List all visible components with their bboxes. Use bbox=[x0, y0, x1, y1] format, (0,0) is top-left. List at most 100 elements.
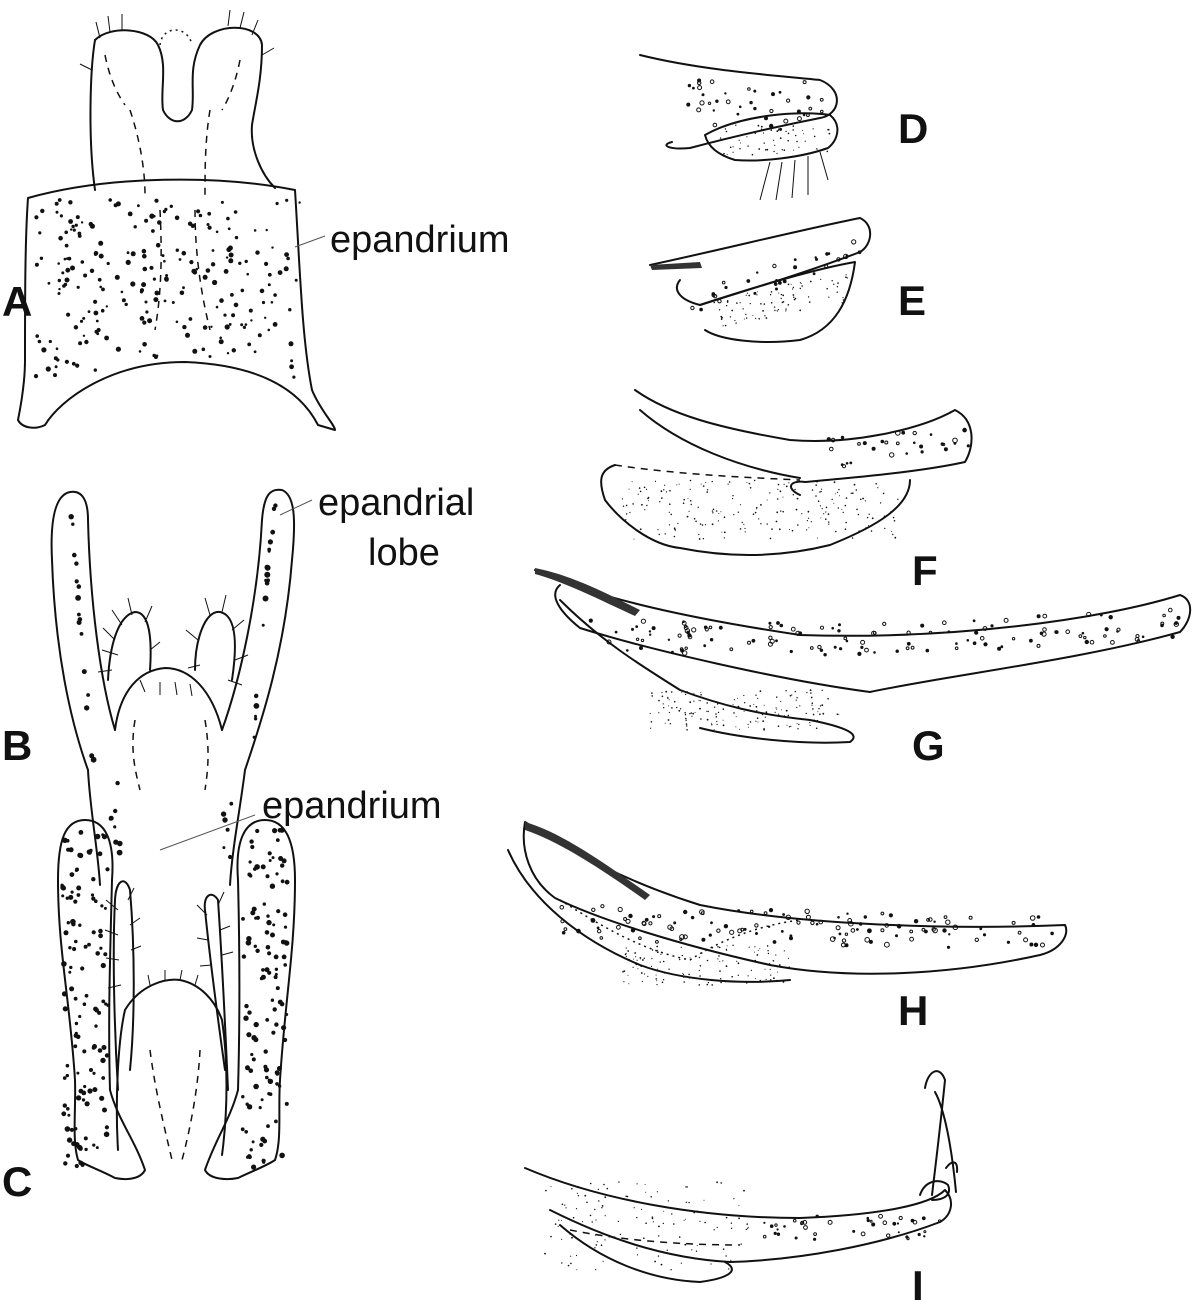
seta-dot bbox=[776, 511, 779, 514]
seta-dot bbox=[680, 1262, 683, 1264]
seta-dot bbox=[790, 725, 792, 728]
seta-dot bbox=[254, 714, 257, 718]
seta-dot bbox=[756, 271, 759, 274]
seta-dot bbox=[889, 452, 895, 458]
seta-dot bbox=[962, 427, 967, 433]
seta-dot bbox=[668, 524, 671, 526]
seta-dot bbox=[594, 1247, 596, 1249]
seta-dot bbox=[251, 906, 257, 912]
seta-dot bbox=[76, 285, 80, 289]
seta-dot bbox=[776, 130, 779, 133]
seta-dot bbox=[78, 1014, 82, 1019]
seta-dot bbox=[709, 638, 714, 642]
panel-f-dash bbox=[614, 464, 801, 481]
seta-dot bbox=[875, 483, 877, 485]
seta-dot bbox=[913, 919, 919, 924]
seta-dot bbox=[147, 318, 153, 324]
seta-dot bbox=[760, 303, 762, 305]
seta-dot bbox=[286, 256, 290, 261]
panel-i-appendage bbox=[919, 1070, 959, 1201]
seta-dot bbox=[586, 1201, 588, 1204]
seta-dot bbox=[650, 965, 653, 968]
seta-dot bbox=[923, 1230, 927, 1234]
seta-dot bbox=[625, 947, 627, 949]
seta-dot bbox=[720, 315, 722, 318]
seta-dot bbox=[93, 310, 99, 316]
seta-dot bbox=[253, 703, 260, 709]
seta-dot bbox=[816, 719, 819, 722]
seta-dot bbox=[1099, 613, 1103, 617]
seta-dot bbox=[108, 817, 112, 821]
seta-dot bbox=[778, 292, 780, 294]
seta-dot bbox=[76, 885, 82, 891]
seta-dot bbox=[755, 932, 758, 935]
seta-dot bbox=[932, 927, 938, 934]
seta-hair bbox=[147, 974, 151, 986]
seta-dot bbox=[797, 524, 799, 526]
seta-dot bbox=[776, 621, 780, 625]
seta-dot bbox=[785, 130, 787, 133]
panel-b-left-lobe bbox=[50, 490, 116, 886]
seta-dot bbox=[840, 942, 846, 948]
seta-dot bbox=[66, 1137, 73, 1143]
seta-dot bbox=[773, 977, 775, 980]
seta-dot bbox=[261, 300, 266, 305]
seta-dot bbox=[686, 691, 688, 693]
seta-dot bbox=[774, 711, 776, 714]
seta-dot bbox=[97, 277, 102, 282]
seta-dot bbox=[230, 293, 234, 297]
seta-dot bbox=[829, 936, 836, 942]
seta-dot bbox=[565, 1207, 567, 1209]
seta-dot bbox=[817, 148, 819, 150]
seta-dot bbox=[259, 1142, 264, 1147]
seta-dot bbox=[103, 1131, 110, 1138]
seta-dot bbox=[1042, 627, 1047, 632]
seta-dot bbox=[849, 461, 853, 465]
seta-dot bbox=[796, 920, 801, 925]
seta-dot bbox=[835, 530, 837, 533]
seta-dot bbox=[265, 945, 271, 950]
seta-dot bbox=[65, 1153, 71, 1158]
seta-dot bbox=[267, 951, 272, 956]
seta-dot bbox=[718, 625, 723, 630]
seta-dot bbox=[837, 282, 839, 284]
seta-dot bbox=[225, 256, 229, 259]
seta-dot bbox=[678, 1236, 681, 1238]
seta-dot bbox=[656, 980, 658, 982]
seta-dot bbox=[266, 914, 270, 918]
seta-dot bbox=[684, 714, 687, 716]
seta-dot bbox=[554, 1223, 557, 1225]
seta-dot bbox=[806, 529, 808, 531]
seta-dot bbox=[827, 513, 830, 515]
seta-dot bbox=[1050, 931, 1054, 936]
seta-dot bbox=[757, 711, 759, 713]
seta-dot bbox=[937, 1219, 942, 1223]
seta-dot bbox=[838, 713, 840, 715]
seta-dot bbox=[690, 712, 693, 714]
seta-dot bbox=[715, 99, 719, 103]
seta-dot bbox=[182, 324, 187, 330]
seta-dot bbox=[748, 294, 751, 297]
panel-f-setae bbox=[621, 427, 970, 540]
seta-dot bbox=[824, 264, 829, 269]
seta-dot bbox=[807, 510, 810, 513]
seta-dot bbox=[733, 1198, 735, 1200]
seta-dot bbox=[823, 148, 825, 150]
seta-dot bbox=[787, 139, 789, 142]
seta-dot bbox=[688, 973, 690, 976]
seta-dot bbox=[777, 725, 780, 727]
seta-hair bbox=[187, 664, 201, 669]
seta-dot bbox=[74, 939, 78, 944]
seta-dot bbox=[769, 108, 774, 114]
seta-dot bbox=[735, 726, 737, 728]
seta-dot bbox=[746, 136, 748, 138]
seta-dot bbox=[755, 694, 757, 696]
seta-dot bbox=[248, 1068, 254, 1073]
panel-a-dash-5 bbox=[154, 209, 162, 331]
seta-dot bbox=[787, 714, 790, 717]
seta-dot bbox=[684, 646, 688, 650]
seta-dot bbox=[782, 294, 785, 297]
seta-dot bbox=[663, 1210, 665, 1212]
seta-dot bbox=[121, 298, 126, 303]
seta-dot bbox=[255, 828, 260, 834]
